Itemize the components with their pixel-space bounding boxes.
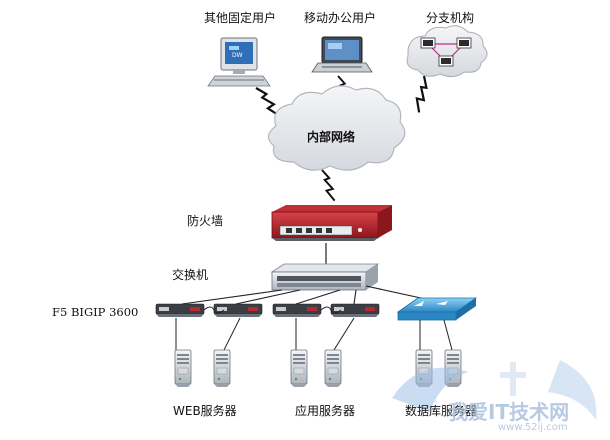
branch-label: 分支机构 [426, 11, 475, 25]
app-servers-label: 应用服务器 [295, 404, 356, 418]
switch-label: 交换机 [172, 268, 209, 282]
laptop-icon [311, 36, 373, 73]
fixed-users-label: 其他固定用户 [204, 11, 277, 25]
cloud-icon [267, 85, 406, 171]
svg-text:DW: DW [232, 52, 243, 59]
intranet-label: 内部网络 [307, 130, 356, 144]
server-links [175, 317, 453, 351]
load-balancer-icon [155, 303, 380, 318]
desktop-computer-icon: DW [207, 37, 271, 87]
web-servers-label: WEB服务器 [173, 404, 237, 418]
watermark-domain: www.52ij.com [498, 422, 568, 433]
switch-device-icon [270, 263, 380, 291]
db-servers-label: 数据库服务器 [405, 404, 478, 418]
branch-network-icon [406, 25, 488, 78]
database-switch-icon [396, 297, 478, 321]
mobile-users-label: 移动办公用户 [304, 11, 377, 25]
load-balancer-label: F5 BIGIP 3600 [52, 305, 139, 319]
firewall-device-icon [271, 205, 392, 241]
firewall-label: 防火墙 [187, 214, 224, 228]
watermark-brand: 我爱IT技术网 [448, 400, 570, 424]
watermark-logo-icon [392, 360, 597, 420]
